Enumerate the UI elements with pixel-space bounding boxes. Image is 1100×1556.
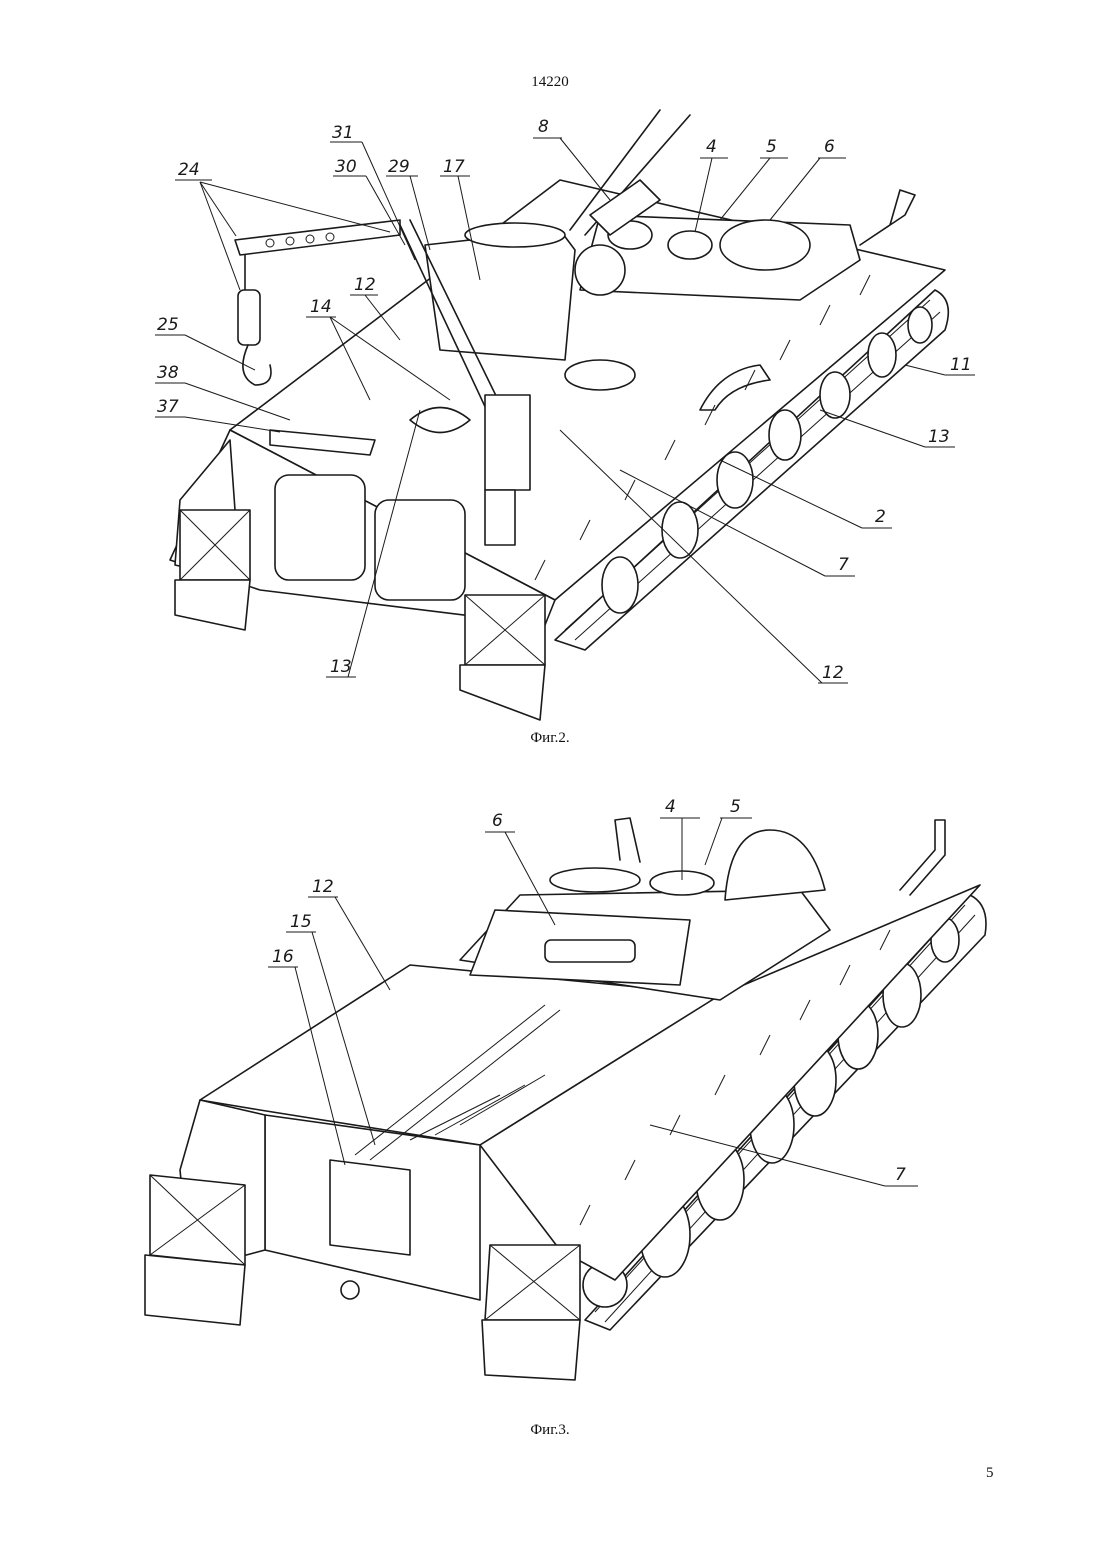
fig2-crane-jib [235,220,400,255]
fig3-periscope-right [900,820,945,895]
fig2-label-17: 17 [443,157,465,177]
fig2-road-wheel [602,557,638,613]
fig2-pulley-block [238,290,260,345]
fig3-label-15: 15 [290,912,312,932]
figure-3-caption: Фиг.3. [0,1422,1100,1439]
fig3-tow-hook [341,1281,359,1299]
fig3-label-6: 6 [492,811,503,831]
fig2-label-8: 8 [538,117,549,137]
fig2-label-7: 7 [838,555,849,575]
fig2-label-24: 24 [178,160,200,180]
fig2-road-wheel [769,410,801,460]
fig2-road-wheel [908,307,932,343]
fig2-label-30: 30 [335,157,357,177]
fig2-crane-base [485,395,530,490]
fig2-label-31: 31 [332,123,354,143]
fig2-road-wheel [717,452,753,508]
fig2-road-wheel [662,502,698,558]
fig3-box-16 [330,1160,410,1255]
fig2-label-13-right: 13 [928,427,950,447]
fig3-turret-dome [725,830,825,900]
fig2-label-5: 5 [766,137,777,157]
fig2-label-14: 14 [310,297,332,317]
fig2-rear-door-left [275,475,365,580]
fig2-gun-mount [575,245,625,295]
fig2-periscope [860,190,915,245]
page-number: 5 [986,1465,994,1482]
fig2-rear-door-right [375,500,465,600]
figure-2-caption: Фиг.2. [0,730,1100,747]
fig3-label-12: 12 [312,877,334,897]
fig2-label-37: 37 [157,397,179,417]
fig3-label-16: 16 [272,947,294,967]
fig2-label-12-lower: 12 [822,663,844,683]
fig2-label-25: 25 [157,315,179,335]
fig3-label-4: 4 [665,797,676,817]
fig2-hatch-4 [668,231,712,259]
fig3-label-7: 7 [895,1165,906,1185]
fig2-label-4: 4 [706,137,717,157]
fig3-label-5: 5 [730,797,741,817]
fig2-label-29: 29 [388,157,410,177]
fig3-periscope-left [615,818,640,862]
fig2-label-12-upper: 12 [354,275,376,295]
fig2-label-11: 11 [950,355,972,375]
fig2-turret-dome [720,220,810,270]
fig2-road-wheel [868,333,896,377]
fig2-label-2: 2 [875,507,886,527]
fig2-label-6: 6 [824,137,835,157]
fig2-label-38: 38 [157,363,179,383]
fig2-hook [243,345,271,385]
